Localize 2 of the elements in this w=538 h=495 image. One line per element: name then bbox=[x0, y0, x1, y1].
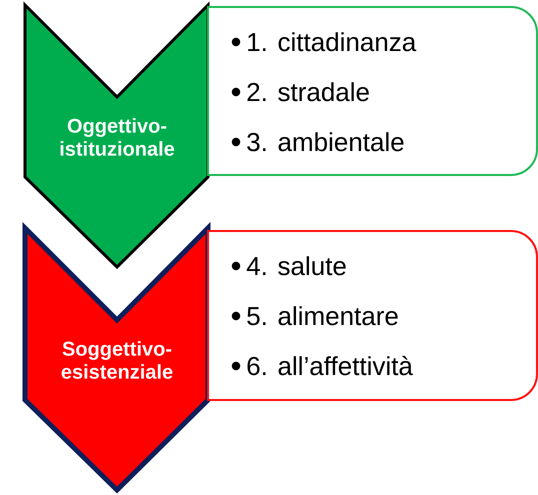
list-box: 1. cittadinanza 2. stradale 3. ambientale bbox=[207, 6, 538, 176]
list-box: 4. salute 5. alimentare 6. all’affettività bbox=[207, 230, 538, 401]
